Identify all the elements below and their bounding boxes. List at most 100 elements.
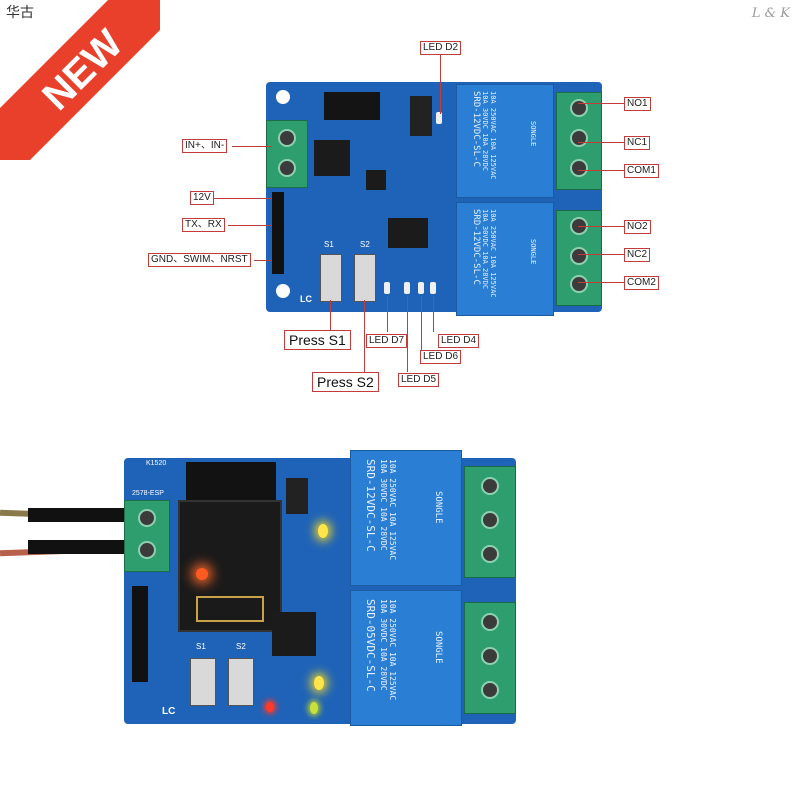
- callout-line: [330, 300, 331, 330]
- callout-line: [578, 254, 624, 255]
- diagram-button-s2: [354, 254, 376, 302]
- diagram-regulator: [314, 140, 350, 176]
- photo-code-top: K1520: [146, 460, 167, 467]
- mounting-hole: [276, 90, 290, 104]
- callout-line: [578, 226, 624, 227]
- photo-lc-label: LC: [162, 706, 176, 717]
- screw-icon: [481, 477, 499, 495]
- label-com2: COM2: [624, 276, 659, 290]
- diagram-jumper: [410, 96, 432, 136]
- relay-model: SRD-12VDC-SL-C: [364, 459, 377, 552]
- label-press-s2: Press S2: [312, 372, 379, 392]
- screw-icon: [481, 681, 499, 699]
- photo-button-s2: [228, 658, 254, 706]
- photo-led-red: [266, 702, 274, 712]
- callout-line: [364, 300, 365, 372]
- photo-esp-module: [178, 500, 282, 632]
- screw-icon: [138, 541, 156, 559]
- callout-line: [578, 142, 624, 143]
- photo-s2-label: S2: [236, 642, 246, 651]
- photo-led-yellow-2: [310, 702, 318, 714]
- relay-model: SRD-12VDC-SL-C: [471, 91, 481, 167]
- photo-button-s1: [190, 658, 216, 706]
- callout-line: [578, 282, 624, 283]
- screw-icon: [481, 511, 499, 529]
- label-com1: COM1: [624, 164, 659, 178]
- label-in: IN+、IN-: [182, 139, 228, 153]
- callout-line: [578, 103, 624, 104]
- photo-relay-1: SRD-12VDC-SL-C 10A 250VAC 10A 125VAC 10A…: [350, 450, 462, 586]
- label-led-d4: LED D4: [438, 334, 480, 348]
- diagram-transistor: [366, 170, 386, 190]
- screw-icon: [570, 275, 588, 293]
- relay-brand: SONGLE: [529, 121, 537, 147]
- diagram-relay1-terminal: [556, 92, 602, 190]
- diagram-pin-header: [272, 192, 284, 274]
- diagram-relay2-terminal: [556, 210, 602, 306]
- diagram-s2-label: S2: [360, 240, 370, 249]
- callout-line: [421, 296, 422, 350]
- relay-rating: 10A 250VAC 10A 125VAC 10A 30VDC 10A 28VD…: [379, 599, 397, 701]
- photo-s1-label: S1: [196, 642, 206, 651]
- label-no1: NO1: [624, 97, 651, 111]
- label-led-d5: LED D5: [398, 373, 440, 387]
- diagram-led-d5: [404, 282, 410, 294]
- diagram-lc-label: LC: [300, 294, 312, 304]
- relay-model: SRD-05VDC-SL-C: [364, 599, 377, 692]
- callout-line: [387, 296, 388, 332]
- callout-line: [407, 296, 408, 372]
- callout-line: [578, 170, 624, 171]
- label-nc1: NC1: [624, 136, 651, 150]
- photo-esp-antenna: [196, 596, 264, 622]
- new-badge: NEW: [0, 0, 160, 160]
- photo-led-esp: [196, 568, 208, 580]
- diagram-led-d2: [436, 112, 442, 124]
- callout-line: [214, 198, 272, 199]
- screw-icon: [481, 613, 499, 631]
- diagram-led-d4: [430, 282, 436, 294]
- relay-model: SRD-12VDC-SL-C: [471, 209, 481, 285]
- label-led-d2: LED D2: [420, 41, 462, 55]
- label-12v: 12V: [190, 191, 214, 205]
- callout-line: [228, 225, 272, 226]
- screw-icon: [570, 159, 588, 177]
- relay-brand: SONGLE: [529, 239, 537, 265]
- diagram-led-d6: [418, 282, 424, 294]
- relay-rating: 10A 250VAC 10A 125VAC 10A 30VDC 10A 28VD…: [481, 209, 497, 298]
- photo-mcu: [272, 612, 316, 656]
- label-nc2: NC2: [624, 248, 651, 262]
- screw-icon: [278, 159, 296, 177]
- screw-icon: [570, 99, 588, 117]
- diagram-led-d7: [384, 282, 390, 294]
- relay-rating: 10A 250VAC 10A 125VAC 10A 30VDC 10A 28VD…: [379, 459, 397, 561]
- photo-power-terminal: [124, 500, 170, 572]
- label-press-s1: Press S1: [284, 330, 351, 350]
- photo-relay1-terminal: [464, 466, 516, 578]
- label-tx-rx: TX、RX: [182, 218, 225, 232]
- callout-line: [433, 296, 434, 332]
- screw-icon: [481, 647, 499, 665]
- label-no2: NO2: [624, 220, 651, 234]
- relay-rating: 10A 250VAC 10A 125VAC 10A 30VDC 10A 28VD…: [481, 91, 497, 180]
- diagram-power-terminal: [266, 120, 308, 188]
- screw-icon: [481, 545, 499, 563]
- watermark: L & K: [751, 6, 790, 21]
- label-gnd-swim-nrst: GND、SWIM、NRST: [148, 253, 251, 267]
- diagram-header-socket: [324, 92, 380, 120]
- photo-led-yellow-1: [314, 676, 324, 690]
- photo-relay2-terminal: [464, 602, 516, 714]
- photo-jumper: [286, 478, 308, 514]
- diagram-mcu: [388, 218, 428, 248]
- screw-icon: [570, 129, 588, 147]
- diagram-relay-2: SRD-12VDC-SL-C 10A 250VAC 10A 125VAC 10A…: [456, 202, 554, 316]
- photo-pin-header: [132, 586, 148, 682]
- diagram-button-s1: [320, 254, 342, 302]
- diagram-relay-1: SRD-12VDC-SL-C 10A 250VAC 10A 125VAC 10A…: [456, 84, 554, 198]
- wire-plug: [28, 508, 128, 522]
- callout-line: [254, 260, 272, 261]
- photo-esp-socket: [186, 462, 276, 502]
- wire-plug: [28, 540, 128, 554]
- corner-text: 华古: [6, 4, 34, 20]
- callout-line: [440, 54, 441, 114]
- screw-icon: [138, 509, 156, 527]
